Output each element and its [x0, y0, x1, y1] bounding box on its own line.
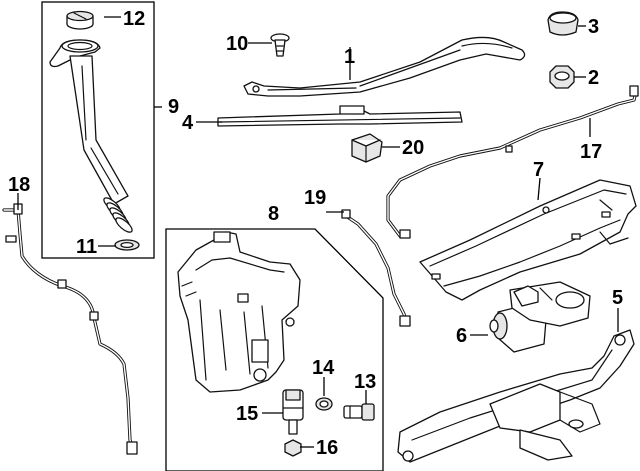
callout-12[interactable]: 12: [123, 8, 145, 30]
pump-grommet: [315, 397, 333, 411]
arm-cap: [547, 11, 579, 36]
reservoir-group-frame: [165, 228, 384, 471]
callout-8[interactable]: 8: [268, 203, 279, 225]
callout-18[interactable]: 18: [8, 174, 30, 196]
callout-5[interactable]: 5: [612, 287, 623, 309]
wiper-clip: [270, 33, 290, 57]
callout-6[interactable]: 6: [456, 325, 467, 347]
filler-cap: [66, 10, 94, 30]
callout-3[interactable]: 3: [588, 16, 599, 38]
wiper-blade: [217, 105, 463, 127]
arm-nut: [549, 65, 575, 89]
callout-19[interactable]: 19: [304, 187, 326, 209]
filler-neck: [49, 39, 133, 233]
callout-16[interactable]: 16: [316, 437, 338, 459]
callout-4[interactable]: 4: [182, 112, 194, 134]
callout-17[interactable]: 17: [580, 141, 602, 163]
washer-hose-middle: [341, 209, 411, 327]
wiper-connector: [351, 133, 383, 163]
callout-13[interactable]: 13: [354, 371, 376, 393]
callout-10[interactable]: 10: [226, 33, 248, 55]
callout-2[interactable]: 2: [588, 67, 599, 89]
washer-pump: [282, 389, 304, 435]
pump-seal: [284, 439, 302, 457]
washer-hose-upper: [386, 85, 639, 239]
wiper-arm: [243, 36, 526, 97]
callout-7[interactable]: 7: [533, 159, 544, 181]
callout-15[interactable]: 15: [236, 403, 258, 425]
callout-9[interactable]: 9: [168, 96, 179, 118]
filler-neck-group-frame: [41, 1, 155, 259]
filler-seal: [114, 239, 140, 251]
callout-1[interactable]: 1: [344, 46, 355, 68]
wiper-motor: [489, 281, 591, 353]
level-sensor: [343, 403, 375, 421]
cowl-panel: [419, 179, 637, 301]
callout-leaders: [17, 16, 619, 448]
washer-reservoir: [177, 231, 301, 393]
callout-14[interactable]: 14: [312, 357, 335, 379]
wiper-linkage: [397, 329, 635, 463]
callout-11[interactable]: 11: [76, 236, 97, 258]
callout-20[interactable]: 20: [402, 137, 424, 159]
